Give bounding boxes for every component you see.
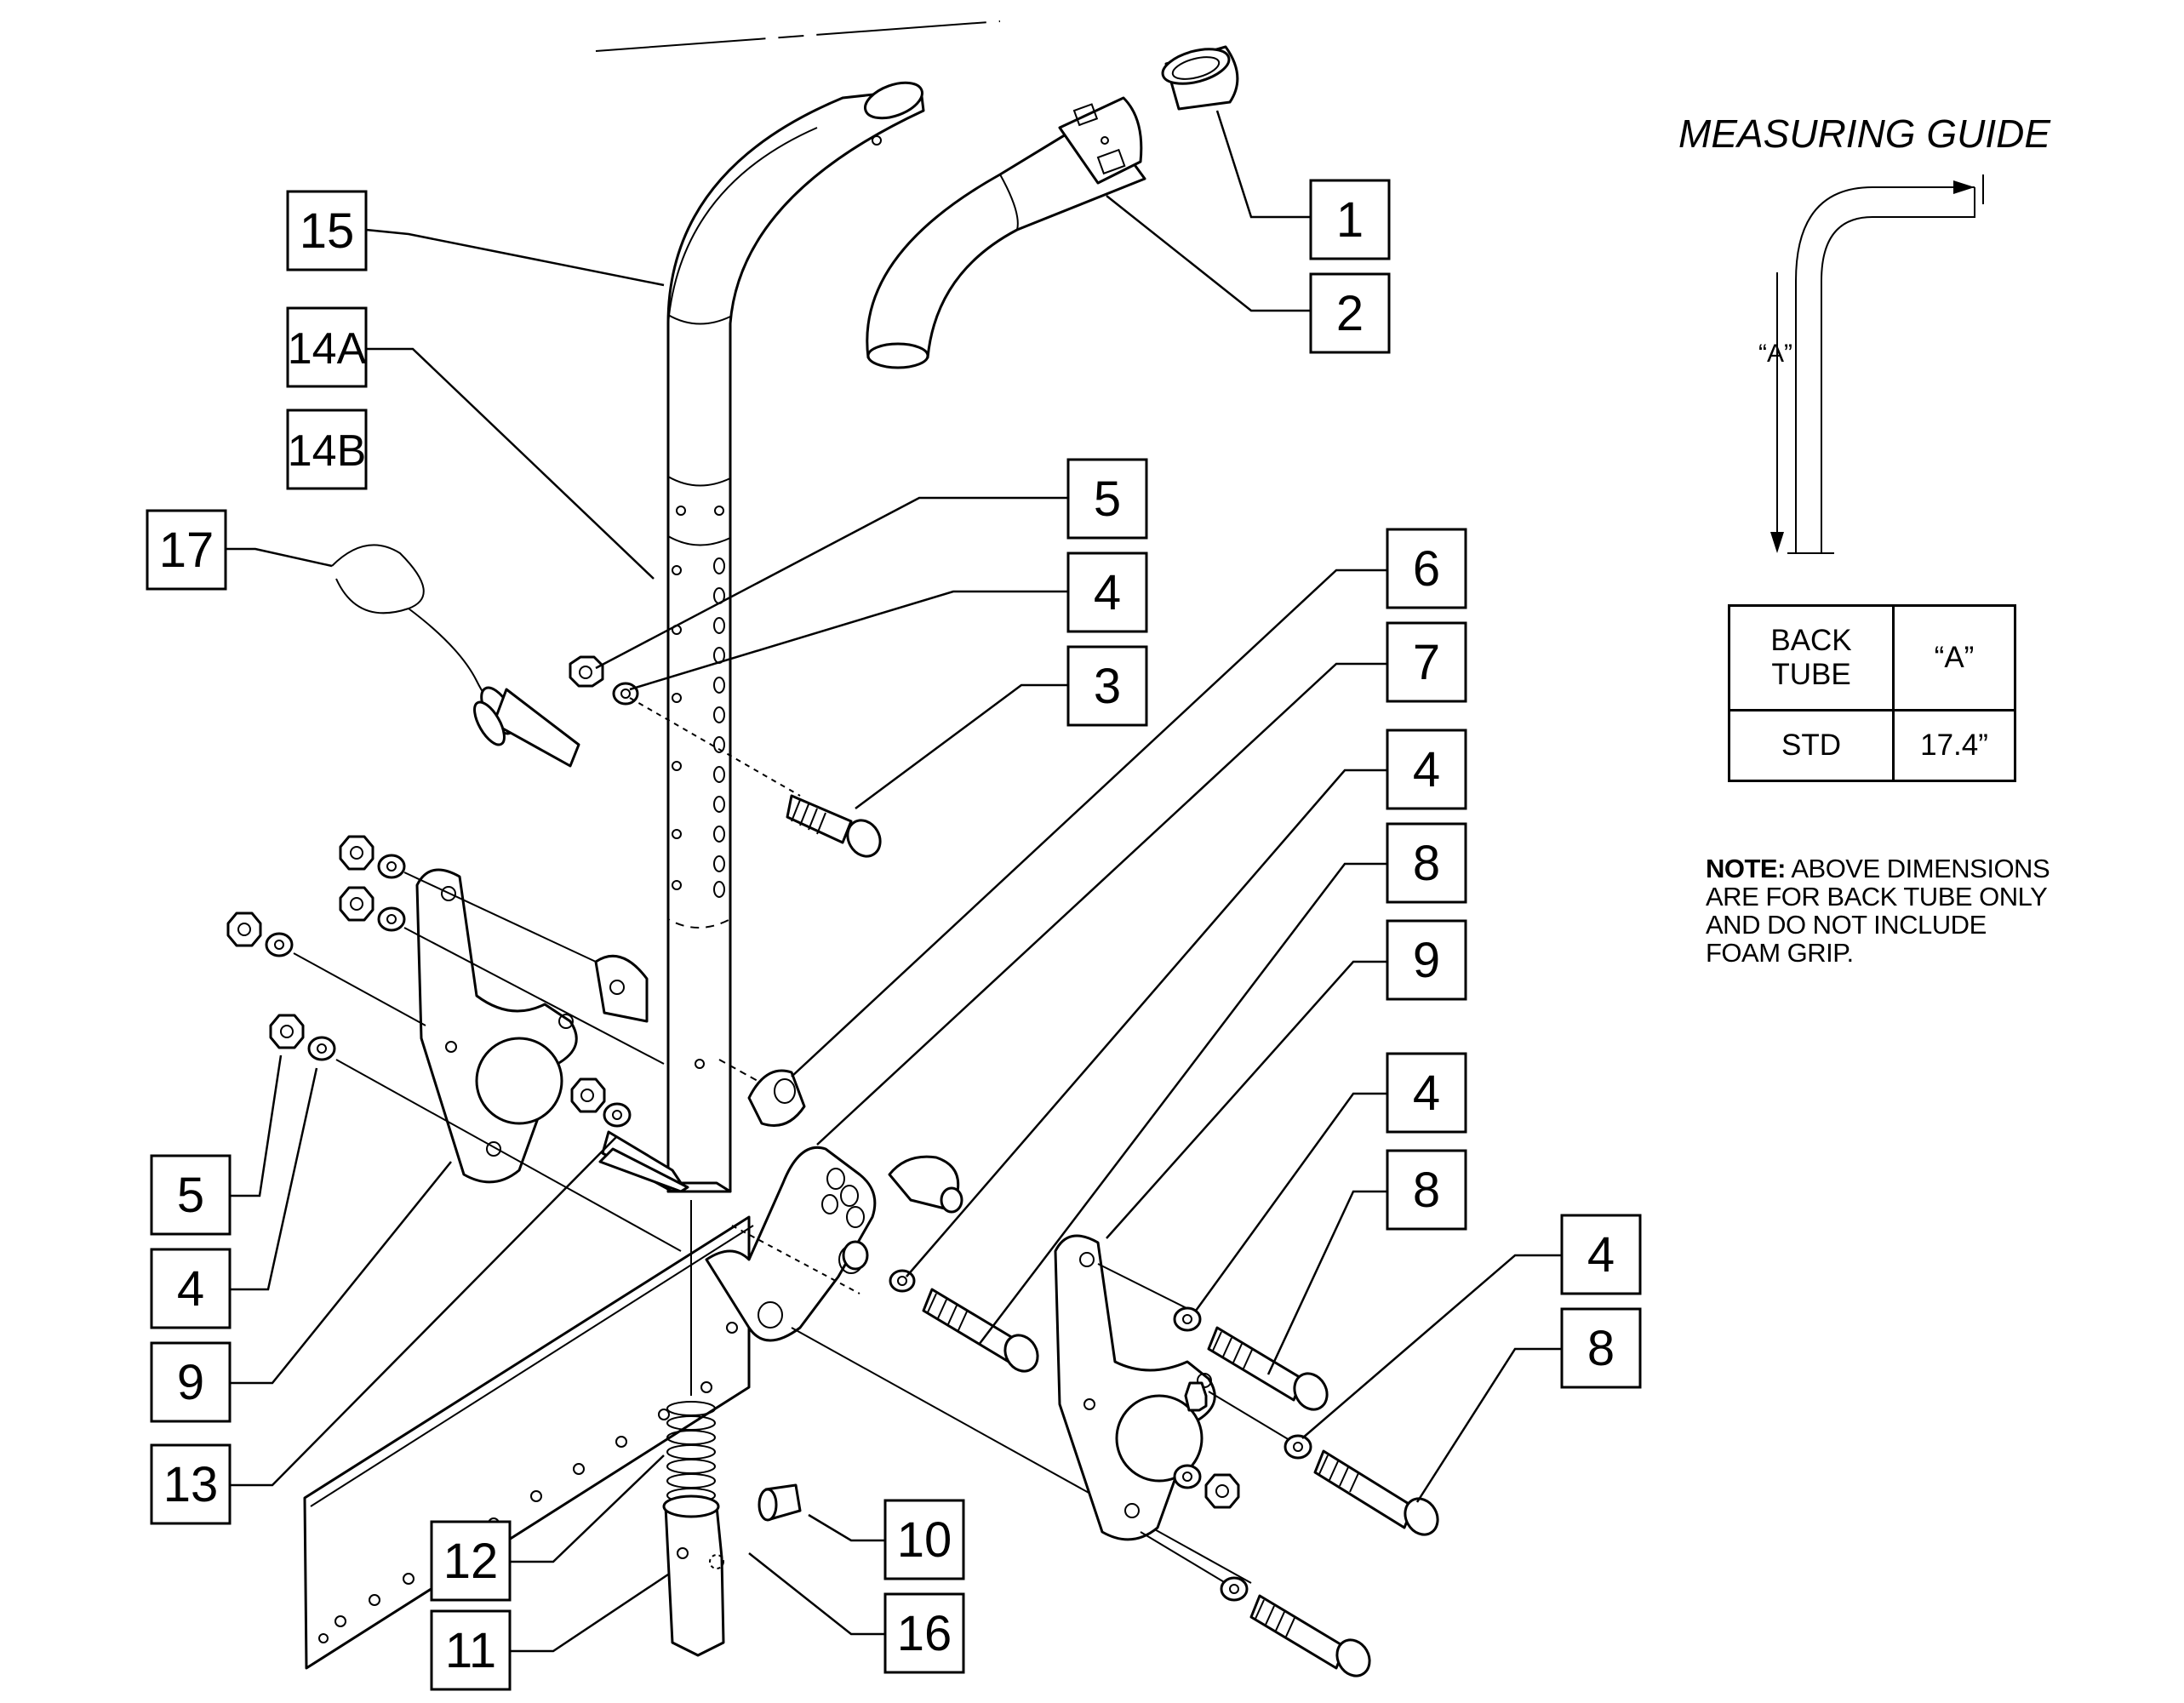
callout-4-right: 4 [1386, 1052, 1467, 1134]
svg-text:4: 4 [1413, 1066, 1440, 1121]
callout-14b: 14B [286, 409, 368, 490]
svg-text:9: 9 [177, 1355, 204, 1410]
back-tube [595, 20, 1001, 1193]
right-fasteners [1097, 1263, 1439, 1677]
svg-text:4: 4 [1587, 1227, 1615, 1283]
header-a: “A” [1892, 604, 2016, 711]
spacer-block [598, 1059, 806, 1193]
spring-assembly [662, 1200, 802, 1657]
svg-text:12: 12 [443, 1534, 499, 1589]
callout-4-far-right: 4 [1560, 1214, 1642, 1295]
callout-1: 1 [1309, 179, 1391, 260]
foam-grip [866, 96, 1146, 369]
svg-text:11: 11 [445, 1623, 496, 1678]
svg-text:9: 9 [1413, 933, 1440, 988]
svg-text:7: 7 [1413, 635, 1440, 690]
callout-8-right: 8 [1386, 1149, 1467, 1231]
callout-5-left: 5 [150, 1154, 232, 1236]
measuring-guide-sketch: “A” [1758, 174, 1984, 554]
svg-text:8: 8 [1587, 1321, 1615, 1376]
svg-text:4: 4 [1413, 742, 1440, 797]
svg-text:14B: 14B [288, 426, 367, 476]
svg-text:15: 15 [300, 203, 355, 259]
svg-text:1: 1 [1336, 192, 1364, 248]
callout-9-left: 9 [150, 1341, 232, 1423]
left-mounting-plate [415, 868, 649, 1184]
callout-16: 16 [883, 1592, 965, 1674]
end-cap [1161, 45, 1239, 111]
measuring-guide-title: MEASURING GUIDE [1678, 111, 2051, 156]
callout-17: 17 [146, 509, 227, 591]
callout-15: 15 [286, 190, 368, 271]
svg-text:8: 8 [1413, 1163, 1440, 1218]
row-std-label: STD [1728, 709, 1895, 782]
callout-boxes: 1 2 15 14A 14B 17 5 4 3 6 7 4 8 9 4 8 4 … [146, 179, 1642, 1691]
center-fasteners [731, 1225, 1252, 1584]
release-pin-lanyard [331, 544, 580, 768]
callout-13: 13 [150, 1443, 232, 1525]
callout-6: 6 [1386, 528, 1467, 609]
svg-text:2: 2 [1336, 286, 1364, 341]
callout-8-far-right: 8 [1560, 1307, 1642, 1389]
svg-text:8: 8 [1413, 836, 1440, 891]
callout-12: 12 [430, 1520, 512, 1602]
svg-text:4: 4 [1094, 565, 1121, 620]
callout-11: 11 [430, 1609, 512, 1691]
dimension-a-label: “A” [1758, 340, 1792, 368]
callout-8-mid: 8 [1386, 822, 1467, 904]
svg-text:10: 10 [897, 1512, 952, 1568]
callout-3: 3 [1066, 645, 1148, 727]
svg-text:3: 3 [1094, 659, 1121, 714]
svg-text:17: 17 [159, 523, 214, 578]
callout-4-mid: 4 [1386, 729, 1467, 810]
svg-text:6: 6 [1413, 541, 1440, 597]
callout-7: 7 [1386, 621, 1467, 703]
svg-text:16: 16 [897, 1606, 952, 1661]
svg-text:5: 5 [177, 1168, 204, 1223]
svg-text:13: 13 [163, 1457, 219, 1512]
svg-text:4: 4 [177, 1261, 204, 1317]
row-std-value: 17.4” [1892, 709, 2016, 782]
svg-text:5: 5 [1094, 471, 1121, 527]
pivot-bracket [705, 1146, 963, 1342]
callout-5-top: 5 [1066, 458, 1148, 540]
svg-text:14A: 14A [288, 324, 367, 374]
tube-hardware [569, 655, 882, 858]
callout-10: 10 [883, 1499, 965, 1580]
dimension-note: NOTE: ABOVE DIMENSIONS ARE FOR BACK TUBE… [1706, 854, 2050, 968]
callout-4-top: 4 [1066, 551, 1148, 633]
side-frame-rail [303, 1215, 754, 1670]
callout-2: 2 [1309, 272, 1391, 354]
callout-14a: 14A [286, 306, 368, 388]
callout-9-right: 9 [1386, 919, 1467, 1001]
right-mounting-plate [1054, 1234, 1216, 1541]
callout-4-left: 4 [150, 1248, 232, 1329]
